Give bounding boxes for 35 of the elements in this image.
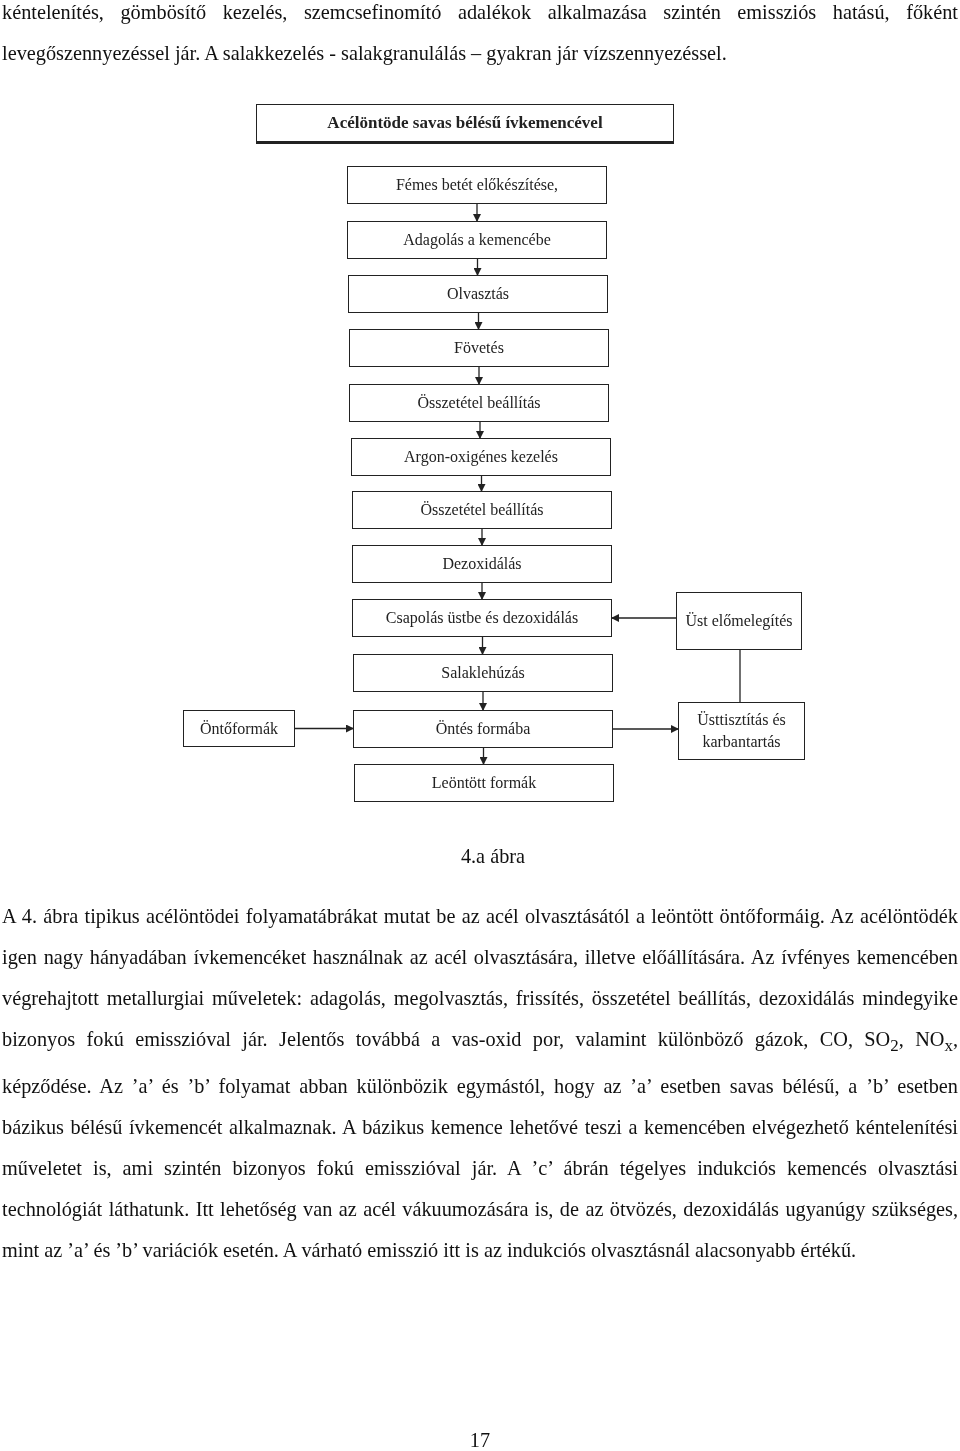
process-box: Üsttisztítás és karbantartás	[678, 702, 805, 760]
arrow	[476, 421, 484, 439]
process-box: Olvasztás	[348, 275, 608, 313]
arrow	[477, 475, 486, 492]
paragraph: A 4. ábra tipikus acélöntödei folyamatábrákat mutat be az acél olvasztásától a leöntött öntőformáig. Az acélöntödék igen nagy hányadában ívkemencéket használnak az acél olvasztására, illetve előállítására. Az ívfényes kemencében végrehajtott metallurgiai műveletek: adagolás, megolvasztás, frissítés, összetétel beállítás, dezoxidálás mindegyike bizonyos fokú emisszióval jár. Jelentős továbbá a vas-oxid por, valamint különböző gázok, CO, SO$_{2}$, NO$_{x}$, képződése. Az ’a’ és ’b’ folyamat abban különbözik egymástól, hogy az ’a’ esetben savas bélésű, a ’b’ esetben bázikus bélésű ívkemencét alkalmaznak. A bázikus kemence lehetővé teszi a kemencében elvégezhető kéntelenítési műveletet is, ami szintén bizonyos fokú emisszióval jár. A ’c’ ábrán tégelyes indukciós kemencés olvasztási technológiát láthatunk. Itt lehetőség van az acél vákuumozására is, de az ötvözés, dezoxidálás ugyanúgy szükséges, mint az ’a’ és ’b’ variációk esetén. A várható emisszió itt is az indukciós olvasztásnál alacsonyabb értékű.	[2, 904, 958, 1264]
process-box: Öntés formába	[353, 710, 613, 748]
arrow	[611, 614, 677, 622]
process-box: Összetétel beállítás	[352, 491, 612, 529]
paragraph: kéntelenítés, gömbösítő kezelés, szemcsefinomító adalékok alkalmazása szintén emissziós hatású, főként levegőszennyezéssel jár. A salakkezelés - salakgranulálás – gyakran jár vízszennyezéssel.	[2, 0, 958, 67]
process-box: Argon-oxigénes kezelés	[351, 438, 611, 476]
process-box: Öntőformák	[183, 710, 295, 747]
process-box: Leöntött formák	[354, 764, 614, 802]
arrow	[294, 724, 354, 733]
arrow	[473, 203, 481, 222]
arrow	[473, 258, 482, 276]
arrow	[478, 582, 486, 600]
connector-line	[739, 649, 741, 703]
arrow	[479, 747, 488, 765]
arrow	[612, 725, 679, 733]
title-box: Acélöntöde savas bélésű ívkemencével	[256, 104, 674, 144]
process-box: Fémes betét előkészítése,	[347, 166, 607, 204]
arrow	[475, 366, 483, 385]
arrow	[478, 528, 486, 546]
arrow	[474, 312, 483, 330]
arrow	[479, 691, 487, 711]
process-box: Összetétel beállítás	[349, 384, 609, 422]
process-box: Adagolás a kemencébe	[347, 221, 607, 259]
process-box: Csapolás üstbe és dezoxidálás	[352, 599, 612, 637]
page-number: 17	[468, 1428, 492, 1451]
process-box: Üst előmelegítés	[676, 592, 802, 650]
process-box: Fövetés	[349, 329, 609, 367]
process-box: Salaklehúzás	[353, 654, 613, 692]
figure-caption: 4.a ábra	[459, 844, 527, 869]
process-box: Dezoxidálás	[352, 545, 612, 583]
arrow	[478, 636, 487, 655]
